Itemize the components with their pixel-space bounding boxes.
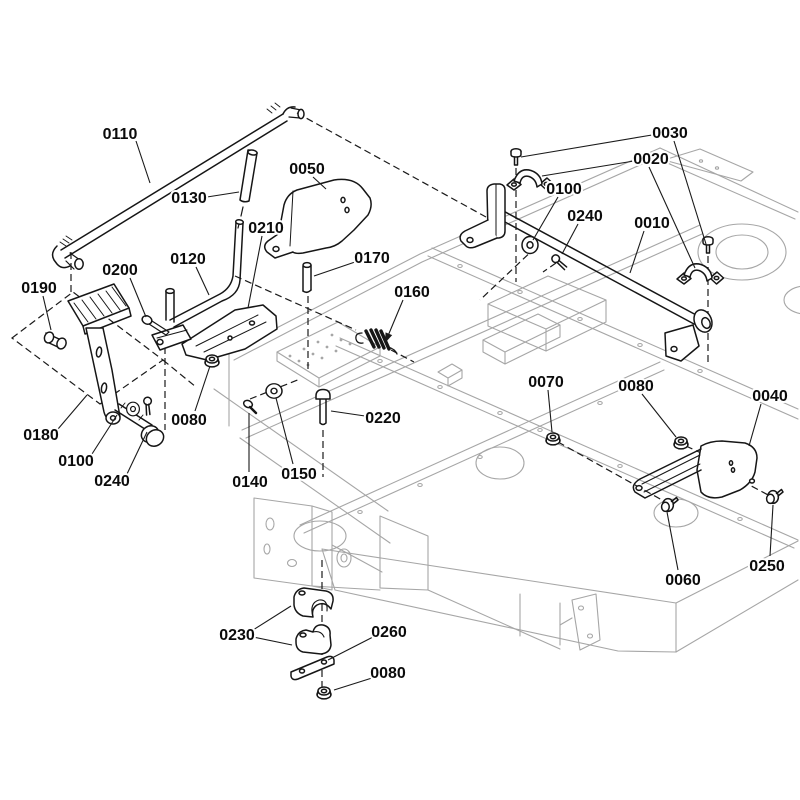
phantom-lines (11, 112, 771, 688)
callout-0050[interactable]: 0050 (287, 159, 327, 180)
callout-0080[interactable]: 0080 (368, 663, 408, 684)
leader-line (673, 140, 707, 245)
callout-0190[interactable]: 0190 (19, 278, 59, 299)
leader-line (561, 223, 579, 255)
callout-0140[interactable]: 0140 (230, 472, 270, 493)
leader-line (42, 295, 52, 331)
part-0100-washer (125, 401, 140, 417)
machine-frame-artwork (213, 147, 800, 653)
leader-line (541, 160, 635, 177)
part-0070-nut (545, 432, 561, 446)
part-0010-lift-bar (459, 183, 713, 362)
callout-0230[interactable]: 0230 (217, 625, 257, 646)
part-0150-washer (265, 383, 283, 399)
part-0140-screw (242, 399, 258, 415)
part-0180-pedal (67, 283, 132, 425)
part-0160-spring (355, 328, 398, 355)
callout-0110[interactable]: 0110 (101, 124, 140, 145)
part-0220-bolt (315, 388, 331, 426)
leader-line (126, 431, 148, 475)
callout-0260[interactable]: 0260 (369, 622, 409, 643)
callout-0130[interactable]: 0130 (169, 188, 209, 209)
part-0050-bracket (264, 178, 372, 259)
callout-0120[interactable]: 0120 (168, 249, 208, 270)
callout-0170[interactable]: 0170 (352, 248, 392, 269)
leader-line (532, 196, 559, 241)
leader-line (313, 261, 356, 277)
leader-line (327, 636, 374, 661)
part-0080-nut (673, 436, 689, 450)
callout-0020[interactable]: 0020 (631, 149, 671, 170)
callout-0100[interactable]: 0100 (544, 179, 584, 200)
part-0080-nut (204, 354, 220, 368)
callout-0180[interactable]: 0180 (21, 425, 61, 446)
part-0110-rod (51, 102, 305, 270)
part-0080-nut (316, 686, 332, 700)
leader-line (648, 166, 696, 269)
phantom-line (234, 275, 415, 363)
callout-0080[interactable]: 0080 (616, 376, 656, 397)
part-0200-bolt (141, 315, 170, 336)
phantom-line (296, 112, 487, 218)
callout-0080[interactable]: 0080 (169, 410, 209, 431)
part-0100-clevis-pin (114, 402, 165, 447)
leader-arrowhead (385, 332, 393, 343)
leader-line (206, 191, 240, 198)
part-0210-lever (151, 304, 278, 361)
leader-line (135, 140, 151, 184)
callout-0210[interactable]: 0210 (246, 218, 286, 239)
leader-line (91, 414, 118, 455)
leader-line (129, 277, 147, 318)
callout-0030[interactable]: 0030 (650, 123, 690, 144)
parts-artwork (43, 102, 784, 700)
phantom-line (479, 246, 557, 301)
leader-line (547, 389, 553, 433)
part-0100-washer (521, 235, 539, 255)
callout-0010[interactable]: 0010 (632, 213, 672, 234)
leader-line (641, 393, 677, 438)
part-0120-rod (165, 219, 245, 328)
part-0190-spacer (43, 331, 67, 350)
leader-line (330, 410, 366, 417)
callout-0220[interactable]: 0220 (363, 408, 403, 429)
callout-0150[interactable]: 0150 (279, 464, 319, 485)
part-0230-clamp-halves (293, 587, 334, 655)
part-0040-bracket (632, 440, 758, 499)
leader-line (312, 176, 327, 190)
leader-line (748, 403, 762, 447)
leader-line (247, 235, 263, 309)
leader-line (629, 230, 645, 274)
callout-0250[interactable]: 0250 (747, 556, 787, 577)
part-0130-grip (237, 149, 258, 229)
leader-line (520, 134, 653, 158)
part-0260-plate (290, 655, 335, 681)
leader-line (195, 266, 210, 296)
leader-line (333, 677, 373, 691)
callout-0200[interactable]: 0200 (100, 260, 140, 281)
leader-line (252, 605, 292, 631)
phantom-line (557, 441, 663, 501)
part-0170-pin (302, 261, 312, 294)
leader-line (194, 365, 211, 412)
leader-line (666, 511, 679, 571)
callout-0070[interactable]: 0070 (526, 372, 566, 393)
callout-0240[interactable]: 0240 (92, 471, 132, 492)
callout-0060[interactable]: 0060 (663, 570, 703, 591)
leader-line (252, 636, 293, 646)
callout-0160[interactable]: 0160 (392, 282, 432, 303)
callout-0100[interactable]: 0100 (56, 451, 96, 472)
callout-0040[interactable]: 0040 (750, 386, 790, 407)
leader-line (769, 504, 774, 557)
phantom-line (162, 359, 197, 388)
leader-line (57, 394, 88, 430)
callout-0240[interactable]: 0240 (565, 206, 605, 227)
leader-line (275, 397, 294, 465)
